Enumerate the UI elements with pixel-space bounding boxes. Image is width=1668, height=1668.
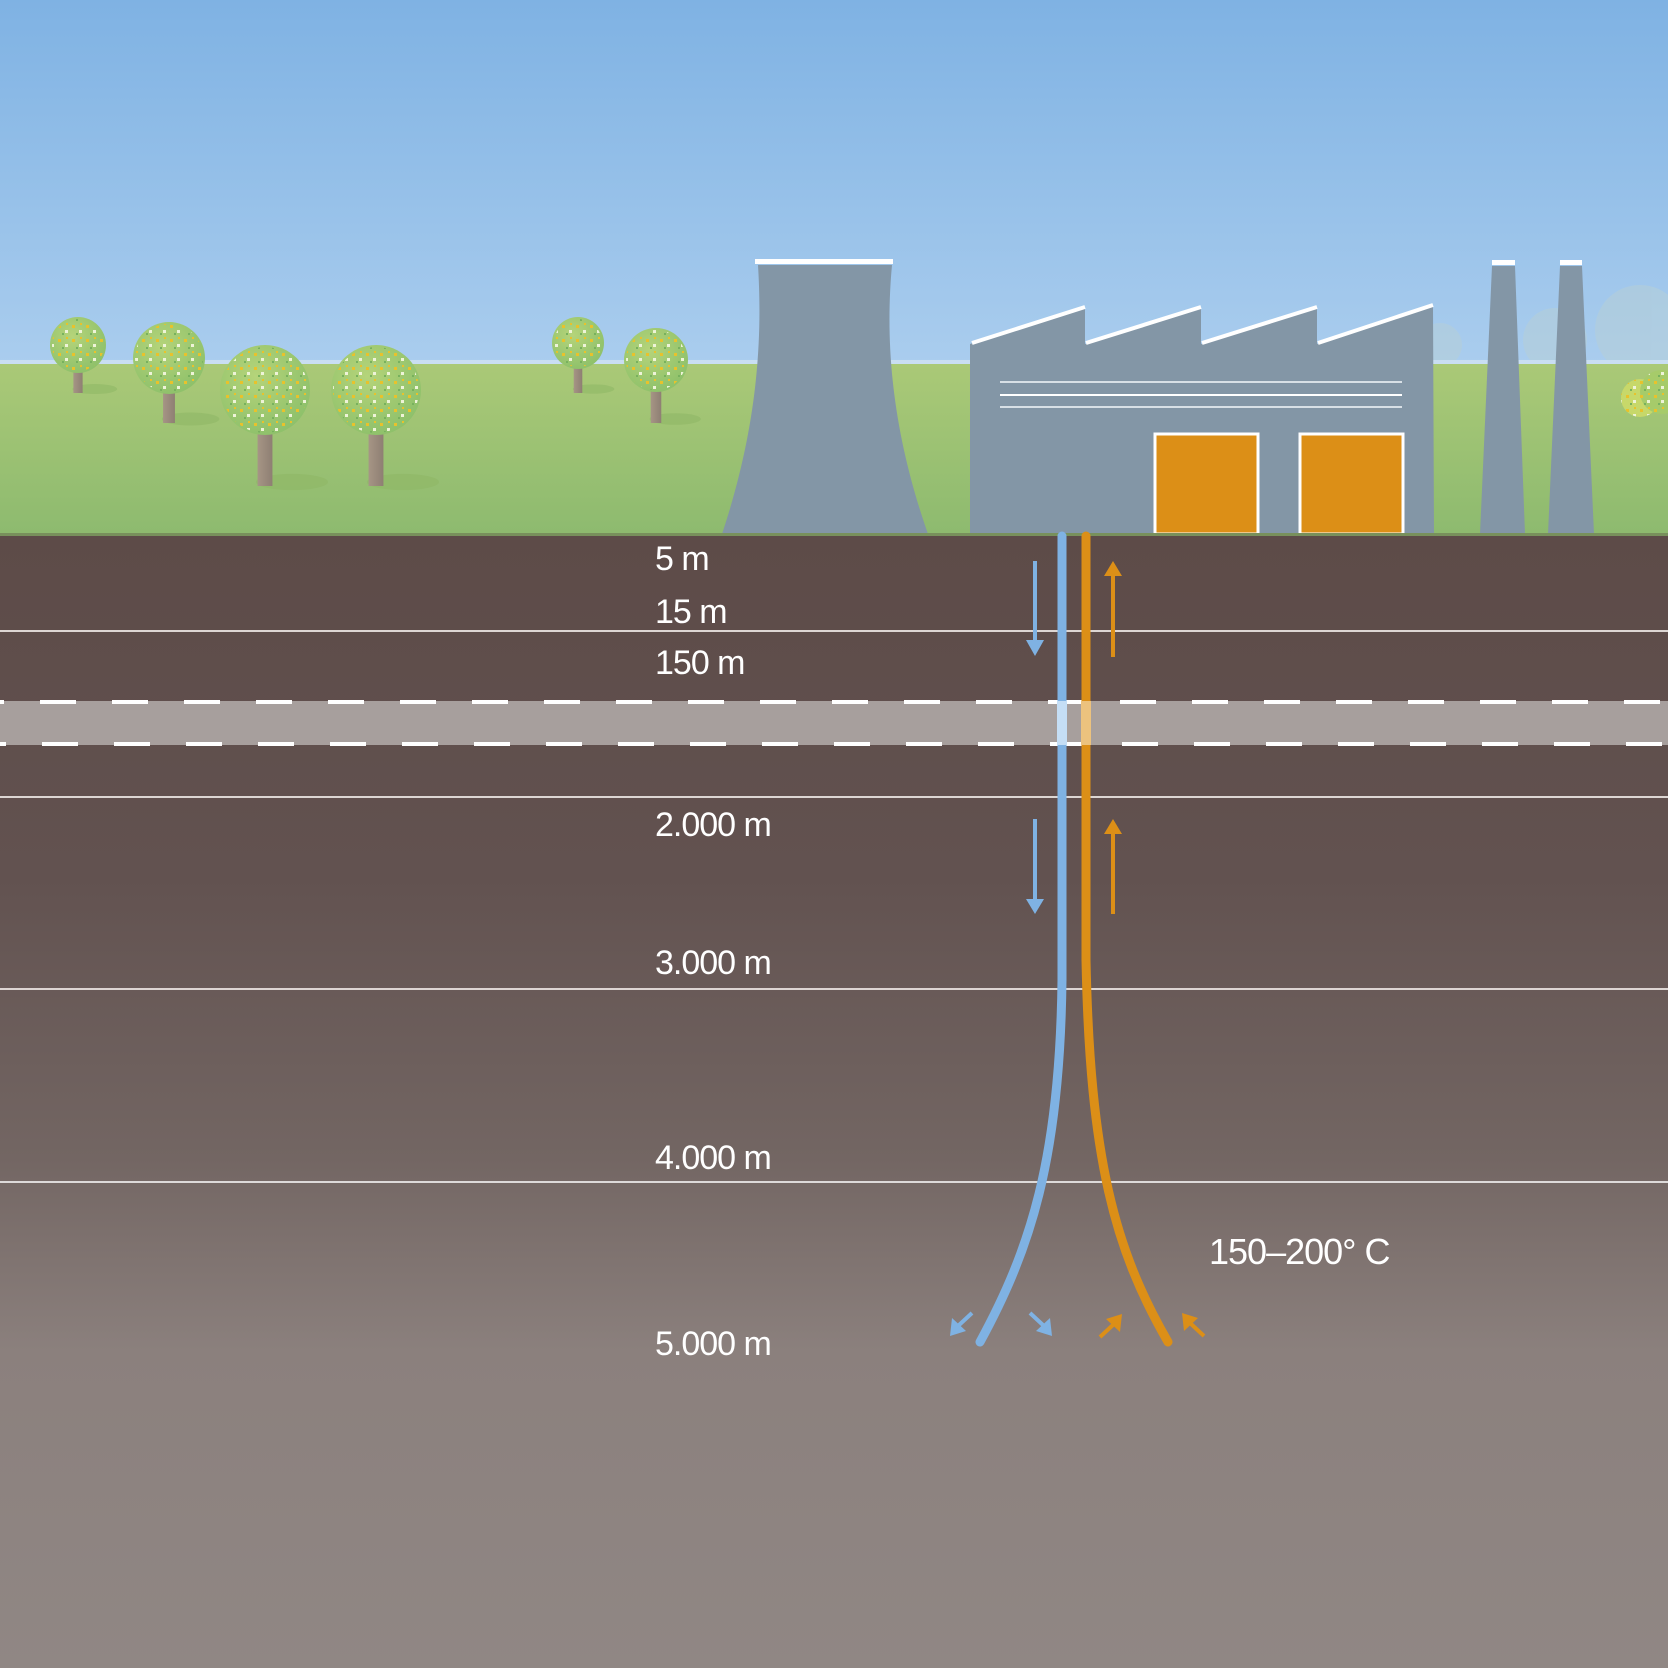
inflow-arrow-icon (1098, 1314, 1122, 1339)
trees (50, 317, 701, 491)
depth-label-15m: 15 m (655, 593, 727, 631)
arrow-down-icon (1026, 561, 1044, 656)
factory-window (1298, 432, 1405, 536)
bush (1621, 370, 1668, 417)
production-pipe (1081, 531, 1173, 1347)
ground-edge (0, 533, 1668, 536)
factory-window (1153, 432, 1260, 536)
cooling-tower (722, 259, 928, 534)
pipe-aquifer-overlay (1057, 701, 1067, 745)
chimneys (1480, 260, 1594, 534)
tree (624, 328, 701, 425)
arrow-up-icon (1104, 819, 1122, 914)
depth-label-2000m: 2.000 m (655, 806, 771, 844)
depth-label-150m: 150 m (655, 644, 745, 682)
depth-label-5000m: 5.000 m (655, 1325, 771, 1363)
outflow-arrow-icon (950, 1311, 974, 1336)
tree (50, 317, 118, 395)
arrow-down-icon (1026, 819, 1044, 914)
arrow-up-icon (1104, 561, 1122, 657)
aquifer-band (0, 701, 1668, 745)
depth-label-3000m: 3.000 m (655, 944, 771, 982)
tree (331, 345, 439, 491)
tree (552, 317, 615, 394)
depth-label-5m: 5 m (655, 540, 709, 578)
tree (220, 345, 328, 491)
depth-label-4000m: 4.000 m (655, 1139, 771, 1177)
temperature-label: 150–200° C (1209, 1231, 1390, 1272)
inflow-arrow-icon (1182, 1313, 1206, 1338)
injection-pipe (975, 531, 1067, 1347)
factory-building (970, 303, 1434, 536)
outflow-arrow-icon (1028, 1311, 1052, 1336)
tree (133, 322, 220, 426)
pipe-aquifer-overlay (1081, 701, 1091, 745)
